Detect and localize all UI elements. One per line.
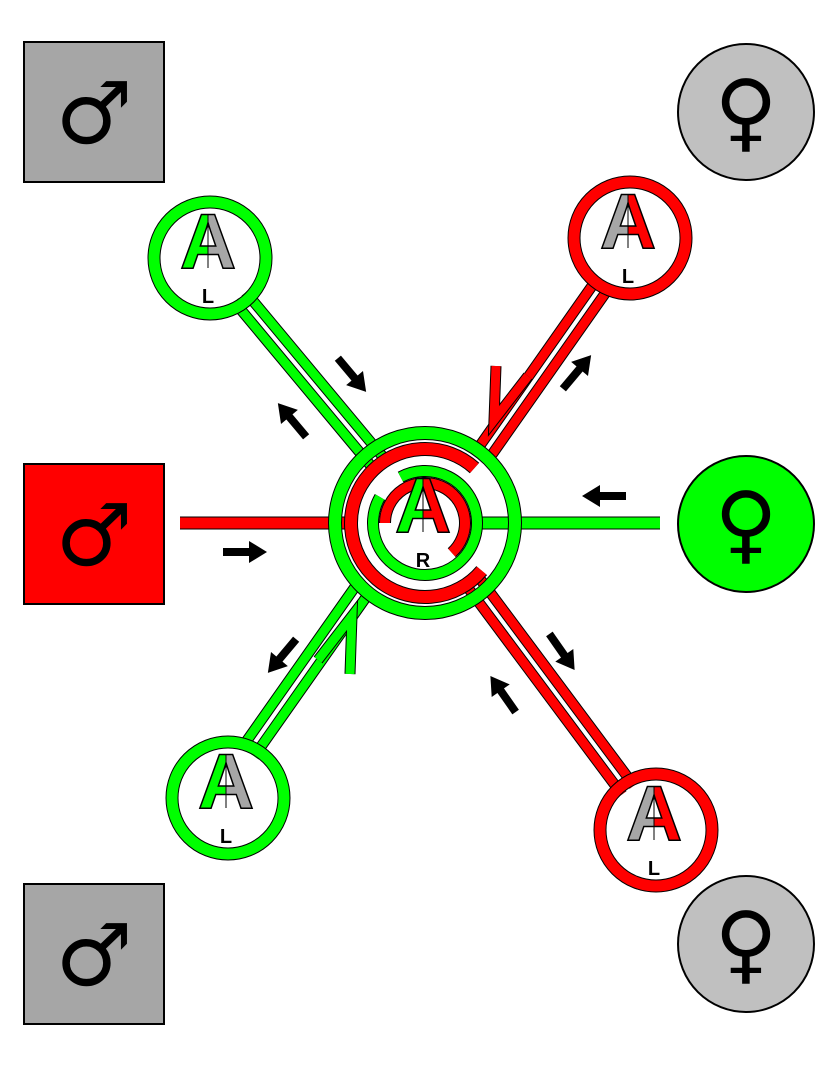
- ring-top-right: [567, 175, 693, 301]
- center-outer-green-ring: [328, 426, 522, 620]
- center-red-ring-fill: [345, 443, 487, 603]
- arrow-icon: [546, 631, 575, 671]
- stem-top-left-b: [241, 288, 390, 464]
- male-icon: ♂: [55, 64, 132, 164]
- stem-bottom-right-a-fill: [460, 579, 626, 798]
- chevron-bottom-left: [313, 599, 359, 675]
- stem-bottom-right-b-fill: [472, 570, 638, 789]
- allele-center: AR: [394, 460, 452, 572]
- female-icon: ♀: [715, 894, 778, 994]
- stem-bottom-left-b: [237, 582, 361, 751]
- allele-subscript: L: [622, 266, 634, 288]
- arrow-icon: [277, 403, 310, 440]
- arrow-icon: [559, 355, 592, 392]
- center-outer-green-ring-fill: [329, 427, 521, 619]
- chevron-bottom-left-fill: [314, 602, 357, 675]
- connection-lines: [180, 274, 660, 798]
- allele-subscript: R: [416, 550, 431, 572]
- allele-subscript: L: [648, 858, 660, 880]
- male-top: ♂: [23, 41, 165, 183]
- male-icon: ♂: [55, 486, 132, 586]
- center-inner-red-arc-fill: [380, 478, 470, 557]
- arrow-icon: [267, 636, 300, 673]
- arrows: [223, 355, 626, 715]
- allele-top-right: AL: [599, 176, 657, 288]
- chevron-top-right: [487, 365, 533, 437]
- male-middle: ♂: [23, 463, 165, 605]
- ring-top-left-fill: [148, 196, 272, 320]
- stem-bottom-right-a: [459, 579, 627, 798]
- ring-bottom-left: [165, 735, 291, 861]
- arrow-icon: [334, 355, 367, 392]
- ring-bottom-right-fill: [594, 768, 718, 892]
- female-icon: ♀: [715, 474, 778, 574]
- allele-bottom-right: AL: [625, 768, 683, 880]
- stem-bottom-right-b: [471, 570, 639, 789]
- male-icon: ♂: [55, 906, 132, 1006]
- allele-subscript: L: [220, 826, 232, 848]
- stem-top-left-a-fill: [230, 298, 378, 473]
- stem-top-left-a: [230, 298, 379, 474]
- arrow-icon: [223, 541, 267, 563]
- ring-bottom-right: [593, 767, 719, 893]
- allele-letter: A: [600, 177, 656, 265]
- arrow-icon: [582, 485, 626, 507]
- allele-subscript: L: [202, 286, 214, 308]
- center-inner-green-ring: [367, 465, 483, 581]
- rings: [147, 175, 719, 893]
- ring-top-right-fill: [568, 176, 692, 300]
- chevron-top-right-fill: [488, 365, 532, 434]
- ring-top-left: [147, 195, 273, 321]
- female-icon: ♀: [715, 62, 778, 162]
- stem-bottom-left-b-fill: [238, 583, 360, 751]
- center-red-ring: [344, 442, 488, 604]
- center-inner-green-ring-fill: [368, 466, 482, 580]
- allele-bottom-left: AL: [197, 736, 255, 848]
- stem-top-right-b-fill: [488, 283, 614, 457]
- ring-bottom-left-fill: [166, 736, 290, 860]
- allele-top-left: AL: [179, 196, 237, 308]
- center-inner-red-arc: [379, 477, 471, 558]
- male-bottom: ♂: [23, 883, 165, 1025]
- stem-top-right-b: [487, 283, 615, 458]
- stem-top-left-b-fill: [242, 289, 390, 464]
- female-bottom: ♀: [677, 875, 815, 1013]
- allele-letter: A: [180, 197, 236, 285]
- arrow-icon: [490, 675, 519, 715]
- female-middle: ♀: [677, 455, 815, 593]
- female-top: ♀: [677, 43, 815, 181]
